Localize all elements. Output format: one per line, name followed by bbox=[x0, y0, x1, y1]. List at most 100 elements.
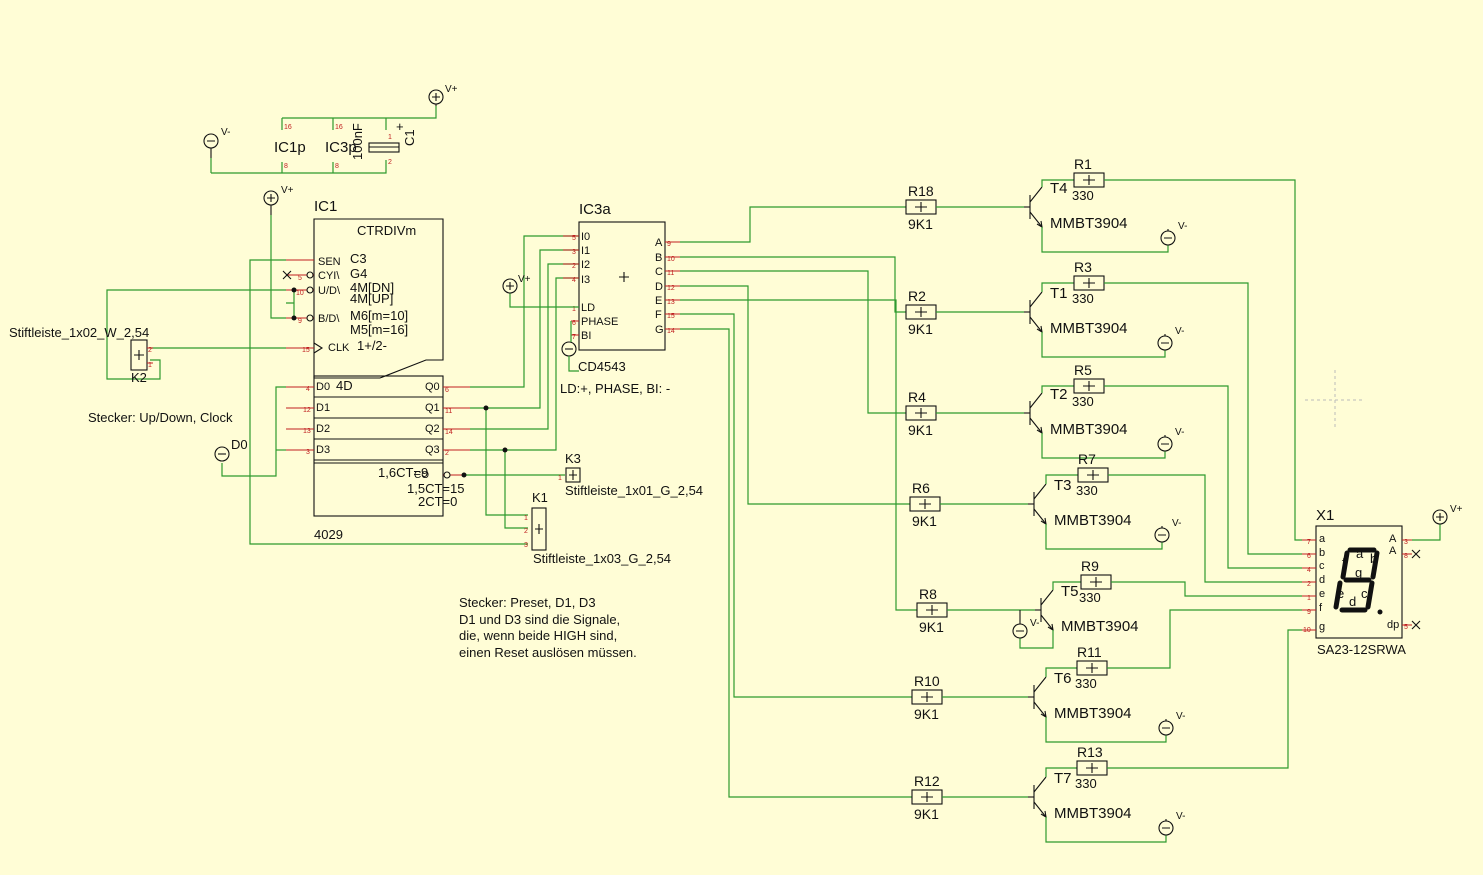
svg-text:E: E bbox=[655, 295, 662, 307]
base-resistor-ref: R8 bbox=[919, 586, 937, 602]
svg-text:d: d bbox=[1349, 594, 1356, 609]
k3-part: Stiftleiste_1x01_G_2,54 bbox=[565, 483, 703, 498]
svg-text:D2: D2 bbox=[316, 423, 330, 435]
k1-connector[interactable]: 123 K1 Stiftleiste_1x03_G_2,54 bbox=[524, 490, 671, 566]
svg-text:Q3: Q3 bbox=[425, 444, 440, 456]
svg-text:4M[DN]: 4M[DN] bbox=[350, 280, 394, 295]
collector-resistor-value: 330 bbox=[1075, 776, 1097, 791]
transistor-part: MMBT3904 bbox=[1054, 512, 1132, 529]
svg-text:2CT=0: 2CT=0 bbox=[418, 494, 457, 509]
collector-resistor-ref: R11 bbox=[1077, 644, 1102, 660]
svg-text:K1: K1 bbox=[532, 490, 548, 505]
svg-text:3: 3 bbox=[524, 542, 528, 549]
c1-ref: C1 bbox=[402, 129, 417, 146]
svg-text:K3: K3 bbox=[565, 451, 581, 466]
svg-text:2: 2 bbox=[1307, 581, 1311, 588]
svg-text:5: 5 bbox=[298, 275, 302, 282]
collector-resistor-ref: R1 bbox=[1074, 156, 1092, 172]
svg-text:5: 5 bbox=[572, 235, 576, 242]
svg-text:g: g bbox=[1319, 621, 1325, 633]
base-resistor-value: 9K1 bbox=[919, 619, 944, 635]
svg-text:3: 3 bbox=[306, 449, 310, 456]
svg-text:I3: I3 bbox=[581, 274, 590, 286]
collector-resistor-value: 330 bbox=[1075, 676, 1097, 691]
collector-resistor-ref: R9 bbox=[1081, 558, 1099, 574]
svg-text:CLK: CLK bbox=[328, 342, 350, 354]
svg-text:D1: D1 bbox=[316, 402, 330, 414]
svg-text:f: f bbox=[1319, 602, 1323, 614]
k2-connector[interactable]: 21 K2 Stiftleiste_1x02_W_2,54 Stecker: U… bbox=[9, 325, 233, 425]
svg-text:a: a bbox=[1319, 533, 1326, 545]
ic3-note: LD:+, PHASE, BI: - bbox=[560, 381, 670, 396]
svg-text:C: C bbox=[655, 266, 663, 278]
svg-text:A: A bbox=[1389, 533, 1397, 545]
d0-vminus-symbol: D0 bbox=[214, 437, 248, 462]
svg-text:10: 10 bbox=[1303, 627, 1311, 634]
k3-connector[interactable]: 1 K3 Stiftleiste_1x01_G_2,54 bbox=[558, 451, 703, 498]
ic1-counter[interactable]: V+ IC1 CTRDIVm 4029 SEN CYI\ U/D\ B/D\ C… bbox=[263, 185, 470, 542]
svg-text:Q2: Q2 bbox=[425, 423, 440, 435]
svg-text:V+: V+ bbox=[281, 185, 294, 196]
svg-text:9: 9 bbox=[298, 318, 302, 325]
svg-text:1+/2-: 1+/2- bbox=[357, 338, 387, 353]
crosshair-cursor bbox=[1305, 370, 1365, 430]
svg-text:10: 10 bbox=[667, 256, 675, 263]
svg-text:2: 2 bbox=[388, 159, 392, 166]
driver-stages: R189K1T4MMBT3904R1330V-R29K1T1MMBT3904R3… bbox=[905, 156, 1187, 843]
collector-resistor-ref: R5 bbox=[1074, 362, 1092, 378]
k2-desc: Stecker: Up/Down, Clock bbox=[88, 410, 233, 425]
collector-resistor-ref: R7 bbox=[1078, 451, 1096, 467]
transistor-part: MMBT3904 bbox=[1050, 215, 1128, 232]
ic3-decoder[interactable]: IC3a I0 I1 I2 I3 LD PHASE BI A B C D E F… bbox=[560, 201, 680, 396]
svg-text:+: + bbox=[396, 119, 404, 134]
decoupling-block: 16 16 8 8 IC1p IC3p + 100nF C1 1 2 V- V+ bbox=[203, 84, 458, 174]
display-wiring bbox=[1104, 179, 1302, 769]
svg-text:I2: I2 bbox=[581, 259, 590, 271]
vminus-label: V- bbox=[1030, 618, 1039, 629]
base-resistor-value: 9K1 bbox=[914, 806, 939, 822]
base-resistor-value: 9K1 bbox=[914, 706, 939, 722]
svg-text:3: 3 bbox=[1404, 539, 1408, 546]
svg-text:D3: D3 bbox=[316, 444, 330, 456]
vminus-label: V- bbox=[1175, 326, 1184, 337]
collector-resistor-ref: R13 bbox=[1077, 744, 1103, 760]
svg-text:15: 15 bbox=[667, 313, 675, 320]
svg-text:16: 16 bbox=[335, 124, 343, 131]
base-resistor-ref: R12 bbox=[914, 773, 940, 789]
ic1-ref: IC1 bbox=[314, 198, 337, 215]
ic1-wiring bbox=[106, 235, 579, 545]
svg-text:A: A bbox=[655, 237, 663, 249]
svg-text:4: 4 bbox=[572, 277, 576, 284]
svg-text:M6[m=10]: M6[m=10] bbox=[350, 308, 408, 323]
svg-text:e: e bbox=[1319, 588, 1325, 600]
svg-text:1: 1 bbox=[558, 475, 562, 482]
svg-text:12: 12 bbox=[667, 285, 675, 292]
svg-text:B: B bbox=[655, 252, 662, 264]
x1-display[interactable]: X1 SA23-12SRWA a b c d e f g A A dp 764 … bbox=[1302, 504, 1463, 657]
base-resistor-ref: R18 bbox=[908, 183, 934, 199]
preset-note: Stecker: Preset, D1, D3 D1 und D3 sind d… bbox=[459, 595, 637, 660]
base-resistor-value: 9K1 bbox=[908, 422, 933, 438]
svg-text:dp: dp bbox=[1387, 619, 1399, 631]
svg-text:6: 6 bbox=[572, 320, 576, 327]
svg-text:14: 14 bbox=[667, 328, 675, 335]
svg-text:b: b bbox=[1319, 547, 1325, 559]
svg-text:7: 7 bbox=[1307, 539, 1311, 546]
svg-text:CO: CO bbox=[414, 470, 429, 481]
svg-text:1: 1 bbox=[572, 306, 576, 313]
k1-part: Stiftleiste_1x03_G_2,54 bbox=[533, 551, 671, 566]
svg-text:Q1: Q1 bbox=[425, 402, 440, 414]
collector-resistor-value: 330 bbox=[1072, 188, 1094, 203]
svg-text:9: 9 bbox=[667, 241, 671, 248]
k2-part: Stiftleiste_1x02_W_2,54 bbox=[9, 325, 149, 340]
ic1-power-label: IC1p bbox=[274, 139, 306, 156]
transistor-ref: T4 bbox=[1050, 180, 1068, 197]
vminus-label: V- bbox=[1176, 711, 1185, 722]
svg-text:D1 und D3 sind die Signale,: D1 und D3 sind die Signale, bbox=[459, 612, 620, 627]
vminus-label: V- bbox=[1178, 221, 1187, 232]
x1-part: SA23-12SRWA bbox=[1317, 642, 1406, 657]
svg-text:1,6CT=9: 1,6CT=9 bbox=[378, 465, 428, 480]
transistor-part: MMBT3904 bbox=[1050, 320, 1128, 337]
svg-text:D0: D0 bbox=[231, 437, 248, 452]
ic1-function: CTRDIVm bbox=[357, 223, 416, 238]
